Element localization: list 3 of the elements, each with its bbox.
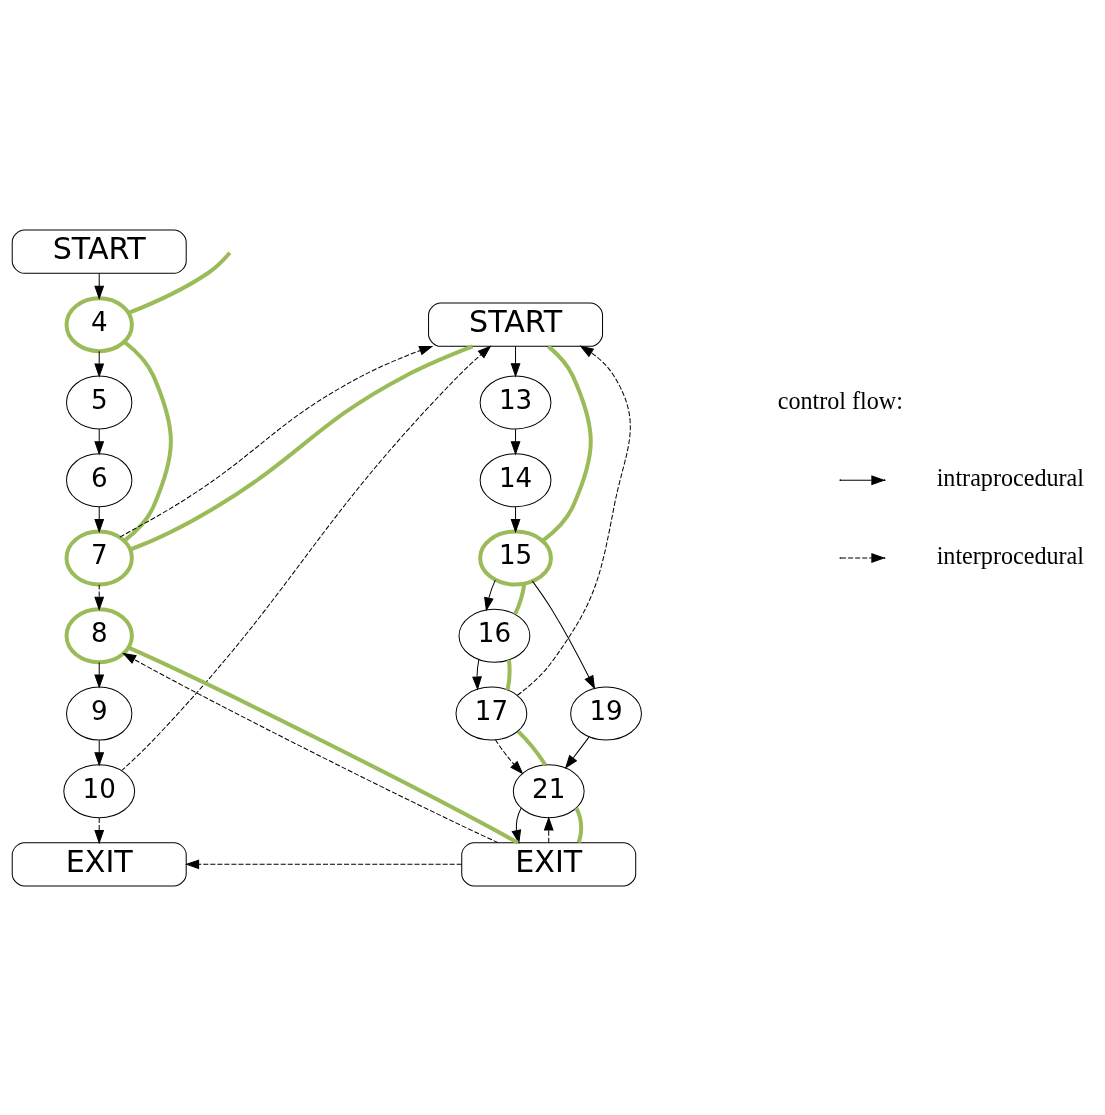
- label: control flow:: [777, 386, 904, 414]
- legend-label: interprocedural: [936, 541, 1084, 569]
- legend-label: intraprocedural: [936, 463, 1084, 491]
